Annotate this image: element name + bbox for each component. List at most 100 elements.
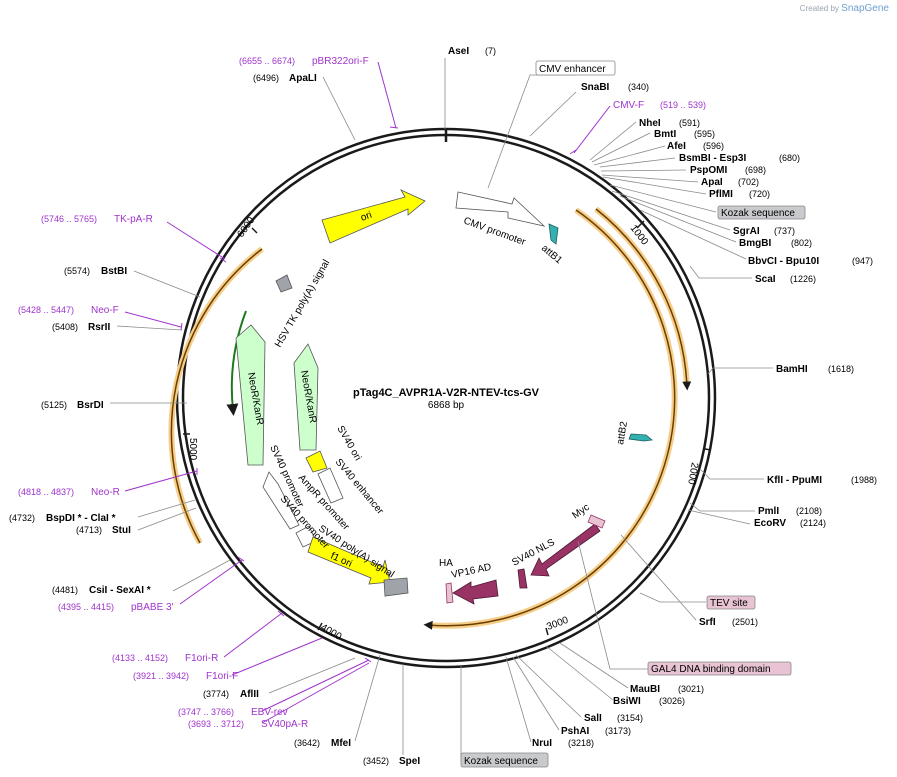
enzyme-snabi: SnaBI <box>581 82 610 93</box>
svg-text:(947): (947) <box>852 256 873 266</box>
svg-text:(4395 .. 4415): (4395 .. 4415) <box>58 602 114 612</box>
svg-text:(4818 .. 4837): (4818 .. 4837) <box>18 487 74 497</box>
enzyme-sgrai: SgrAI <box>733 226 760 237</box>
snapgene-logo: SnapGene <box>841 3 889 14</box>
svg-text:(3026): (3026) <box>659 696 685 706</box>
svg-text:(596): (596) <box>703 141 724 151</box>
enzyme-aseI: AseI <box>448 46 469 57</box>
label-kozak-upper: Kozak sequence <box>721 208 795 219</box>
svg-text:(698): (698) <box>745 165 766 175</box>
primer-f1ori-f: F1ori-F <box>206 671 238 682</box>
svg-text:(2108): (2108) <box>796 506 822 516</box>
primer-sv40pa-r: SV40pA-R <box>261 719 308 730</box>
svg-text:(2124): (2124) <box>800 518 826 528</box>
enzyme-stui: StuI <box>112 525 131 536</box>
svg-text:(3173): (3173) <box>605 726 631 736</box>
enzyme-rsrii: RsrII <box>88 322 110 333</box>
svg-text:(4133 .. 4152): (4133 .. 4152) <box>112 653 168 663</box>
primer-tk-pa-r: TK-pA-R <box>114 214 153 225</box>
enzyme-bamhi: BamHI <box>776 364 808 375</box>
feature-label-hsv-tk: HSV TK poly(A) signal <box>273 258 332 349</box>
primer-pbabe3: pBABE 3' <box>131 602 174 613</box>
svg-text:(6655 .. 6674): (6655 .. 6674) <box>239 56 295 66</box>
primer-neo-r: Neo-R <box>91 487 120 498</box>
plasmid-name: pTag4C_AVPR1A-V2R-NTEV-tcs-GV <box>353 387 540 399</box>
myc-sv40nls-arrow <box>530 523 601 577</box>
enzyme-sali: SalI <box>584 713 602 724</box>
feature-label-ori: ori <box>359 210 373 224</box>
svg-text:(3774): (3774) <box>203 689 229 699</box>
enzyme-pspomi: PspOMI <box>690 165 727 176</box>
svg-text:(680): (680) <box>779 153 800 163</box>
myc-tag-box <box>587 514 606 529</box>
svg-text:(702): (702) <box>738 177 759 187</box>
svg-text:(5408): (5408) <box>52 322 78 332</box>
enzyme-bsrdi: BsrDI <box>77 400 104 411</box>
enzyme-pshai: PshAI <box>561 726 590 737</box>
enzyme-apali: ApaLI <box>289 73 317 84</box>
enzyme-labels: AseI (7) SnaBI (340) NheI (591) BmtI (59… <box>9 46 877 767</box>
f1-ori-arrow <box>307 536 391 585</box>
svg-text:(3921 .. 3942): (3921 .. 3942) <box>133 671 189 681</box>
orf-arcs <box>168 206 692 630</box>
svg-text:(4713): (4713) <box>76 525 102 535</box>
ha-tag-box <box>445 582 454 604</box>
enzyme-pmli: PmlI <box>758 506 779 517</box>
feature-label-myc: Myc <box>570 502 591 522</box>
svg-text:(5574): (5574) <box>64 266 90 276</box>
vp16-ad-arrow <box>452 579 499 605</box>
label-cmv-enhancer: CMV enhancer <box>539 64 606 75</box>
svg-text:(3154): (3154) <box>617 713 643 723</box>
enzyme-nrui: NruI <box>532 738 552 749</box>
neor-kanr-arrow-outer <box>235 324 266 466</box>
tick-label-3000: 3000 <box>545 615 570 633</box>
svg-text:(5125): (5125) <box>41 400 67 410</box>
feature-label-sv40-enhancer: SV40 enhancer <box>333 457 386 517</box>
svg-text:(3693 .. 3712): (3693 .. 3712) <box>188 719 244 729</box>
primer-neo-f: Neo-F <box>91 305 119 316</box>
svg-text:(4732): (4732) <box>9 513 35 523</box>
enzyme-maubi: MauBI <box>630 684 660 695</box>
enzyme-srfi: SrfI <box>699 617 716 628</box>
leader-lines <box>110 58 773 761</box>
enzyme-bstbi: BstBI <box>101 266 127 277</box>
primer-lines <box>124 61 611 724</box>
attb2-marker <box>628 433 653 442</box>
brand-credit: Created by SnapGene <box>799 3 889 14</box>
svg-text:(720): (720) <box>749 189 770 199</box>
enzyme-bmgbi: BmgBI <box>739 238 771 249</box>
svg-text:(5428 .. 5447): (5428 .. 5447) <box>18 305 74 315</box>
svg-text:(802): (802) <box>791 238 812 248</box>
svg-text:(3747 .. 3766): (3747 .. 3766) <box>178 707 234 717</box>
label-tev-site: TEV site <box>710 598 748 609</box>
enzyme-ecorv: EcoRV <box>754 518 786 529</box>
svg-text:(340): (340) <box>628 82 649 92</box>
enzyme-bbvci-bpu10i: BbvCI - Bpu10I <box>748 256 819 267</box>
feature-arrows <box>235 189 653 605</box>
enzyme-spei: SpeI <box>399 756 420 767</box>
feature-label-attb2: attB2 <box>615 420 630 445</box>
svg-text:(1226): (1226) <box>790 274 816 284</box>
svg-text:(3452): (3452) <box>363 756 389 766</box>
svg-text:(7): (7) <box>485 46 496 56</box>
svg-text:(2501): (2501) <box>732 617 758 627</box>
cmv-promoter-arrow <box>455 191 546 227</box>
tick-marks: 1000 2000 3000 4000 5000 6000 <box>183 215 712 643</box>
feature-label-sv40-ori: SV40 ori <box>334 424 363 463</box>
primer-f1ori-r: F1ori-R <box>185 653 218 664</box>
svg-text:(737): (737) <box>774 226 795 236</box>
sv40-promoter-arrow <box>262 471 300 530</box>
feature-label-attb1: attB1 <box>539 243 564 267</box>
svg-text:(595): (595) <box>694 129 715 139</box>
enzyme-bmti: BmtI <box>654 129 676 140</box>
enzyme-pflmi: PflMI <box>709 189 733 200</box>
neor-kanr-arrow-inner <box>293 343 319 451</box>
svg-text:(6496): (6496) <box>253 73 279 83</box>
label-gal4-dbd: GAL4 DNA binding domain <box>651 664 771 675</box>
svg-text:(1618): (1618) <box>828 364 854 374</box>
enzyme-afliii: AflII <box>240 689 259 700</box>
hsv-tk-marker <box>275 274 293 293</box>
enzyme-apai: ApaI <box>701 177 723 188</box>
primer-labels: (6655 .. 6674) pBR322ori-F CMV-F (519 ..… <box>18 56 706 730</box>
primer-pbr322ori-f: pBR322ori-F <box>312 56 369 67</box>
